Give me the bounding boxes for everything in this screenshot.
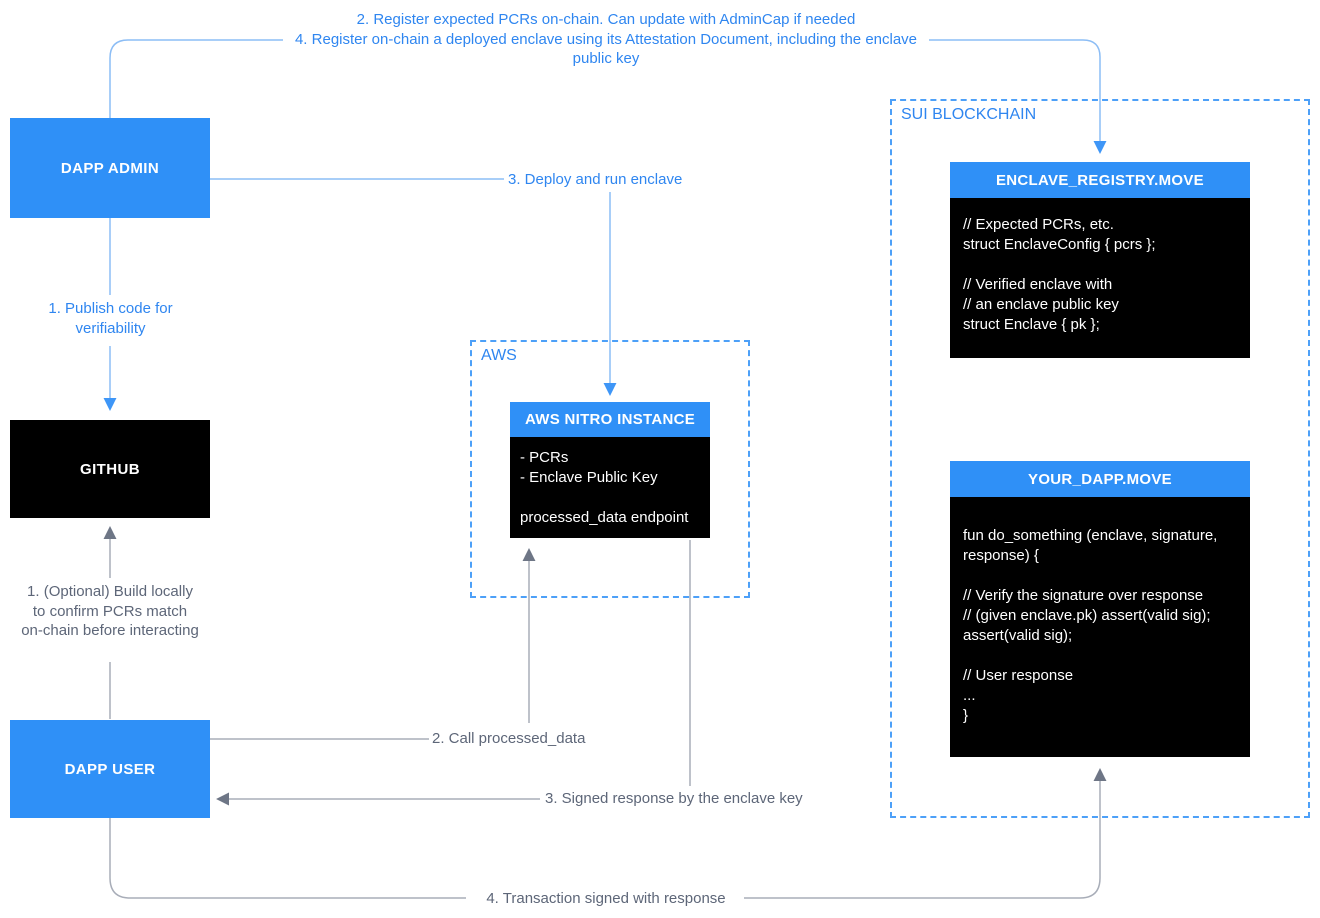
sui-blockchain-group-label: SUI BLOCKCHAIN (899, 106, 1039, 124)
aws-nitro-instance-body: - PCRs - Enclave Public Key processed_da… (510, 437, 710, 538)
edge-label-transaction-signed: 4. Transaction signed with response (470, 889, 742, 909)
aws-nitro-instance-node: AWS NITRO INSTANCE - PCRs - Enclave Publ… (510, 402, 710, 538)
edge-label-call-processed-data: 2. Call processed_data (432, 729, 586, 749)
enclave-registry-move-node: ENCLAVE_REGISTRY.MOVE // Expected PCRs, … (950, 162, 1250, 358)
your-dapp-move-body: fun do_something (enclave, signature, re… (950, 497, 1250, 757)
edge-label-register: 2. Register expected PCRs on-chain. Can … (285, 10, 927, 69)
edge-label-build-locally: 1. (Optional) Build locally to confirm P… (20, 582, 200, 641)
your-dapp-move-title: YOUR_DAPP.MOVE (950, 461, 1250, 497)
edge-label-register-pcrs: 2. Register expected PCRs on-chain. Can … (356, 11, 856, 28)
enclave-registry-move-body: // Expected PCRs, etc. struct EnclaveCon… (950, 198, 1250, 358)
edge-label-publish-code: 1. Publish code for verifiability (38, 299, 183, 338)
dapp-user-label: DAPP USER (64, 760, 156, 778)
dapp-admin-node: DAPP ADMIN (10, 118, 210, 218)
github-node: GITHUB (10, 420, 210, 518)
edge-label-register-enclave: 4. Register on-chain a deployed enclave … (294, 30, 918, 68)
aws-nitro-instance-title: AWS NITRO INSTANCE (510, 402, 710, 437)
edge-transaction-right (744, 768, 1107, 899)
dapp-admin-label: DAPP ADMIN (60, 159, 160, 177)
aws-group: AWS (470, 340, 750, 598)
github-label: GITHUB (80, 460, 140, 478)
edge-label-deploy-enclave: 3. Deploy and run enclave (508, 170, 683, 190)
enclave-registry-move-title: ENCLAVE_REGISTRY.MOVE (950, 162, 1250, 198)
edge-admin-register-loop-right (929, 39, 1107, 154)
dapp-user-node: DAPP USER (10, 720, 210, 818)
sui-blockchain-group: SUI BLOCKCHAIN (890, 99, 1310, 818)
your-dapp-move-node: YOUR_DAPP.MOVE fun do_something (enclave… (950, 461, 1250, 757)
aws-group-label: AWS (479, 347, 519, 365)
edge-admin-register-loop-left (109, 39, 283, 118)
edge-label-signed-response: 3. Signed response by the enclave key (545, 789, 803, 809)
edge-transaction-left (109, 818, 466, 899)
